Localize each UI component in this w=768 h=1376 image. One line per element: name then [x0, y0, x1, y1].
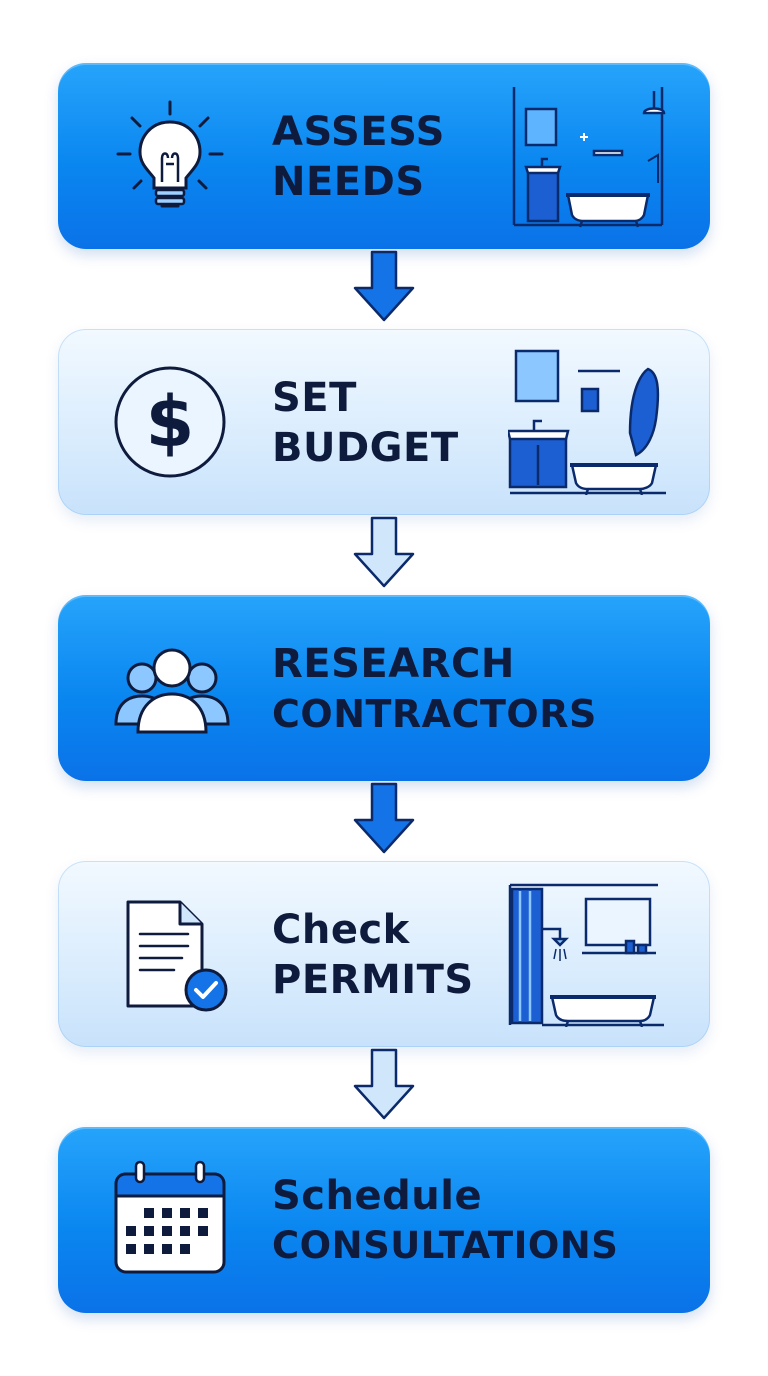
step-label-line2: BUDGET — [272, 425, 459, 471]
people-icon — [114, 648, 230, 734]
step-label: RESEARCH CONTRACTORS — [272, 639, 712, 739]
bathroom-shower-tub-illustration — [508, 883, 664, 1027]
step-label-line2: CONTRACTORS — [272, 692, 597, 736]
step-label-line1: Schedule — [272, 1173, 483, 1219]
step-label-line1: ASSESS — [272, 109, 445, 155]
step-label-line2: NEEDS — [272, 159, 425, 205]
step-schedule-consultations: Schedule CONSULTATIONS — [58, 1127, 710, 1313]
svg-text:$: $ — [146, 381, 195, 463]
calendar-icon — [114, 1160, 226, 1274]
document-check-icon — [126, 900, 228, 1012]
arrow-down-solid — [353, 782, 415, 854]
bathroom-vanity-tub-illustration — [512, 87, 666, 228]
lightbulb-icon — [116, 100, 224, 208]
step-label-line1: Check — [272, 907, 410, 953]
step-research-contractors: RESEARCH CONTRACTORS — [58, 595, 710, 781]
arrow-down-outline — [353, 516, 415, 588]
step-label: Check PERMITS — [272, 905, 692, 1005]
step-label: ASSESS NEEDS — [272, 107, 692, 207]
bathroom-vanity-towel-illustration — [508, 349, 666, 495]
step-label: Schedule CONSULTATIONS — [272, 1171, 712, 1271]
step-assess-needs: ASSESS NEEDS — [58, 63, 710, 249]
step-label-line1: SET — [272, 375, 357, 421]
step-check-permits: Check PERMITS — [58, 861, 710, 1047]
arrow-down-solid — [353, 250, 415, 322]
step-label-line2: CONSULTATIONS — [272, 1224, 619, 1267]
arrow-down-outline — [353, 1048, 415, 1120]
step-label: SET BUDGET — [272, 373, 692, 473]
step-label-line1: RESEARCH — [272, 641, 515, 687]
step-set-budget: $ SET BUDGET — [58, 329, 710, 515]
dollar-icon: $ — [114, 366, 226, 478]
step-label-line2: PERMITS — [272, 957, 474, 1003]
